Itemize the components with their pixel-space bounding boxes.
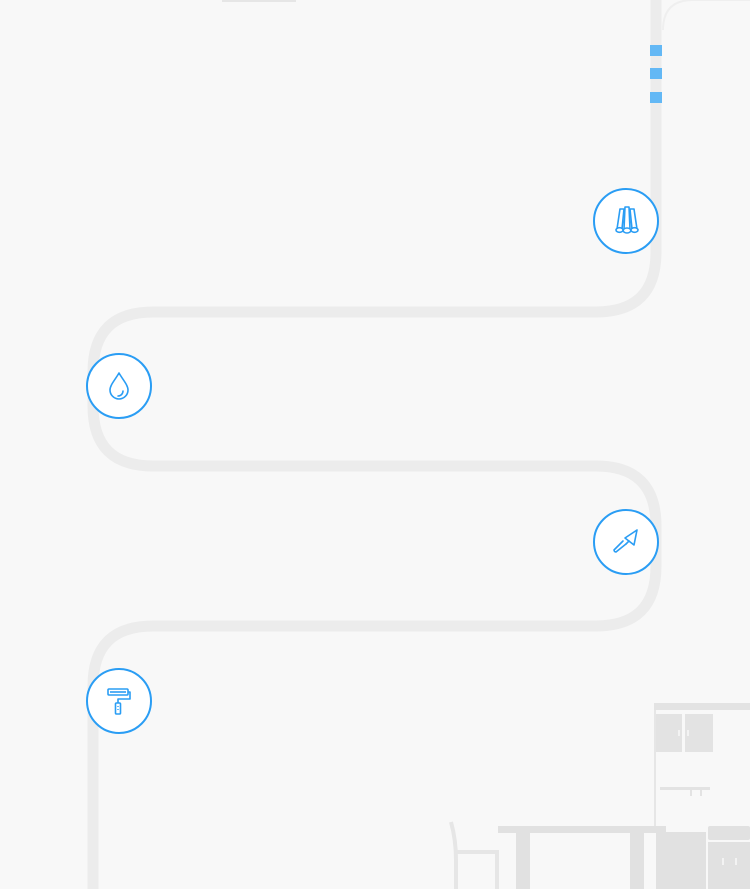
pipes-icon	[615, 206, 639, 234]
table-top	[498, 826, 666, 833]
counter-cabinet	[708, 826, 750, 840]
chair	[449, 821, 499, 889]
step-node-pipes[interactable]	[593, 188, 659, 254]
paint-roller-icon	[107, 688, 131, 715]
progress-dash	[650, 92, 662, 103]
top-tab-strip	[222, 0, 296, 2]
upper-cabinet-door-right	[685, 714, 713, 752]
progress-dash	[650, 68, 662, 79]
hanging-rail	[660, 787, 710, 790]
lower-cabinet	[656, 832, 706, 889]
table-leg-left	[516, 833, 530, 889]
table-leg-right	[630, 833, 644, 889]
step-node-painting[interactable]	[86, 668, 152, 734]
step-node-masonry[interactable]	[593, 509, 659, 575]
upper-cabinet-shelf	[654, 703, 750, 710]
right-panel-edge	[662, 0, 750, 31]
water-drop-icon	[109, 372, 129, 400]
step-node-waterproofing[interactable]	[86, 353, 152, 419]
progress-dash	[650, 45, 662, 56]
trowel-icon	[613, 529, 638, 553]
upper-cabinet-door-left	[655, 714, 682, 752]
winding-track-path	[87, 0, 662, 889]
